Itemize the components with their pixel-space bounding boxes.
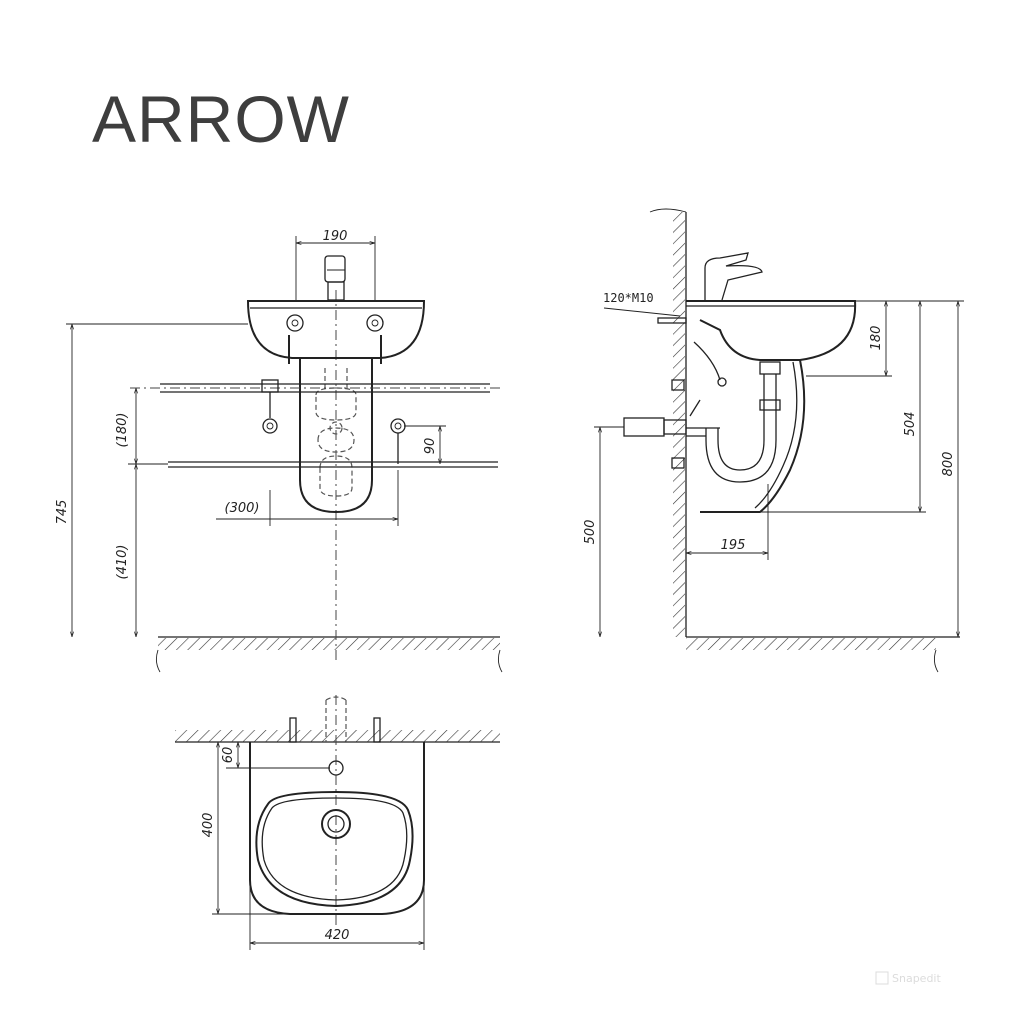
- front-view: 190 745 (180) (410) 90 (300: [55, 229, 503, 673]
- side-pedestal: [700, 359, 806, 513]
- side-supply: [623, 341, 727, 437]
- dim-tap-hole-offset: 60: [221, 742, 330, 769]
- dim-basin-depth-label: 180: [869, 326, 884, 351]
- dim-pedestal-height-label: 504: [903, 412, 918, 437]
- dim-height-to-rim: 745: [55, 323, 248, 637]
- dim-trap-projection-label: 195: [721, 538, 746, 553]
- dim-tap-hole-offset-label: 60: [221, 747, 236, 764]
- dim-depth: 400: [201, 742, 290, 915]
- side-bolt-label: 120*M10: [603, 291, 654, 305]
- dim-supply-height-label: 500: [583, 520, 598, 545]
- dim-upper-pipe: (180): [115, 388, 136, 464]
- top-basin-outline: [249, 742, 425, 915]
- dim-trap-projection: 195: [686, 484, 769, 560]
- dim-rim-height-label: 800: [941, 452, 956, 477]
- dim-pedestal-height: 504: [700, 301, 926, 513]
- top-bolts: [289, 696, 381, 743]
- dim-basin-depth: 180: [806, 300, 964, 377]
- front-floor-hatch: [158, 638, 500, 650]
- dim-pipe-span: (300): [216, 470, 399, 526]
- top-drain: [321, 809, 351, 839]
- side-bolt: 120*M10: [603, 291, 687, 324]
- side-basin: [686, 300, 857, 361]
- dim-supply-height: 500: [583, 426, 624, 637]
- top-wall-hatch: [175, 730, 500, 742]
- front-hidden-trap: [315, 368, 357, 497]
- dim-width: 420: [249, 880, 425, 950]
- top-view: 60 400 420: [175, 695, 500, 950]
- side-floor-hatch: [686, 638, 936, 650]
- front-brackets: [286, 314, 384, 364]
- front-pedestal: [299, 358, 373, 514]
- dim-depth-label: 400: [201, 813, 216, 838]
- front-supply-right: [390, 418, 406, 464]
- side-faucet: [704, 252, 763, 301]
- top-bowl: [255, 790, 414, 908]
- dim-upper-pipe-label: (180): [115, 413, 130, 448]
- dim-drain-offset: 90: [404, 425, 446, 464]
- dim-pipe-span-label: (300): [225, 501, 260, 516]
- dim-lower-pipe-label: (410): [115, 545, 130, 580]
- dim-lower-pipe: (410): [115, 464, 136, 637]
- side-view: 120*M10 1: [583, 208, 964, 673]
- side-wall-hatch: [673, 212, 685, 637]
- watermark: Snapedit: [875, 971, 941, 985]
- dim-tap-spacing: 190: [295, 229, 376, 300]
- watermark-text: Snapedit: [892, 972, 941, 985]
- watermark-icon: [875, 971, 889, 985]
- brand-title: ARROW: [92, 82, 350, 156]
- dim-height-to-rim-label: 745: [55, 500, 70, 525]
- dim-width-label: 420: [325, 928, 350, 943]
- front-basin: [246, 300, 426, 359]
- dim-drain-offset-label: 90: [423, 438, 438, 455]
- front-supply-left: [261, 379, 279, 434]
- side-trap: [686, 361, 781, 483]
- dim-tap-spacing-label: 190: [323, 229, 348, 244]
- dim-rim-height: 800: [941, 301, 958, 637]
- front-faucet: [324, 255, 346, 301]
